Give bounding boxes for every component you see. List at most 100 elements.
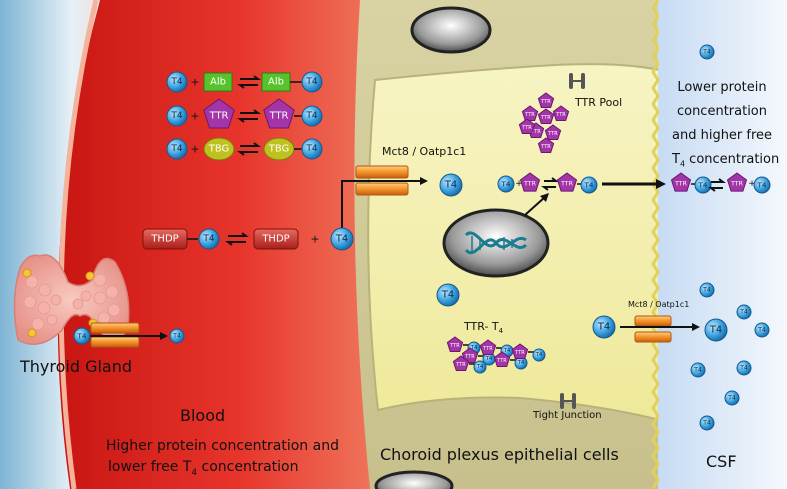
t4-text: T4 xyxy=(77,332,87,341)
tbg-molecule: TBG xyxy=(263,137,295,161)
t4-text: T4 xyxy=(202,234,214,244)
t4-molecule: T4 xyxy=(704,318,728,342)
t4-molecule: T4 xyxy=(690,362,706,378)
t4-text: T4 xyxy=(170,144,182,154)
thdp-text: THDP xyxy=(261,234,289,245)
tbg-text: TBG xyxy=(208,144,230,155)
t4-molecule: T4 xyxy=(580,176,598,194)
plus-sign: + xyxy=(190,76,199,89)
ttr-text: TTR xyxy=(547,131,558,137)
csf-region xyxy=(658,0,787,489)
t4-molecule: T4 xyxy=(330,227,354,251)
ttr-molecule: TTR xyxy=(537,92,555,108)
ttr-molecule: TTR xyxy=(521,105,539,121)
t4-molecule: T4 xyxy=(301,71,323,93)
vessel-wall xyxy=(58,0,99,489)
t4-text: T4 xyxy=(693,367,702,374)
t4-text: T4 xyxy=(305,144,317,154)
thdp-text: THDP xyxy=(150,234,178,245)
plus-sign: + xyxy=(515,179,523,189)
t4-molecule: T4 xyxy=(699,415,715,431)
t4-text: T4 xyxy=(727,395,736,402)
alb-text: Alb xyxy=(210,77,226,88)
ttr-text: TTR xyxy=(455,362,466,368)
plus-sign: + xyxy=(310,233,319,246)
albumin-molecule: Alb xyxy=(261,72,291,92)
csf-label: CSF xyxy=(706,452,737,471)
equilibrium-arrow xyxy=(237,75,261,89)
ttr-text: TTR xyxy=(674,181,687,188)
thyroid-gland-label: Thyroid Gland xyxy=(20,357,133,376)
ttr-text: TTR xyxy=(540,99,551,105)
ttr-molecule: TTR xyxy=(544,124,562,140)
ttr-text: TTR xyxy=(514,350,525,356)
t4-text: T4 xyxy=(739,365,748,372)
blood-label: Blood xyxy=(180,406,226,425)
t4-text: T4 xyxy=(597,322,610,333)
t4-molecule: T4 xyxy=(592,315,616,339)
t4-text: T4 xyxy=(739,309,748,316)
t4-text: T4 xyxy=(470,345,478,351)
t4-text: T4 xyxy=(476,364,484,370)
plus-sign: + xyxy=(190,143,199,156)
tight-junction-bottom-icon xyxy=(560,393,576,409)
ttr-molecule: TTR xyxy=(203,98,235,129)
ttr-text: TTR xyxy=(540,144,551,150)
alb-text: Alb xyxy=(268,77,284,88)
ttr-molecule: TTR xyxy=(479,339,497,355)
equilibrium-arrow xyxy=(237,142,261,156)
ttr-text: TTR xyxy=(540,115,551,121)
t4-molecule: T4 xyxy=(301,138,323,160)
ttr-text: TTR xyxy=(560,181,573,188)
thdp-molecule: THDP xyxy=(253,228,299,250)
ttr-text: TTR xyxy=(730,181,743,188)
t4-molecule: T4 xyxy=(73,327,91,345)
t4-text: T4 xyxy=(702,287,711,294)
plus-sign: + xyxy=(190,110,199,123)
ttr-molecule: TTR xyxy=(518,118,536,134)
t4-molecule: T4 xyxy=(473,360,487,374)
t4-molecule: T4 xyxy=(699,44,715,60)
t4-text: T4 xyxy=(441,290,454,301)
t4-molecule: T4 xyxy=(724,390,740,406)
t4-text: T4 xyxy=(698,181,708,190)
equilibrium-arrow xyxy=(225,232,249,246)
ttr-text: TTR xyxy=(523,181,536,188)
ttr-text: TTR xyxy=(269,111,289,122)
dna-to-ttr-arrow xyxy=(524,196,546,216)
t4-text: T4 xyxy=(305,77,317,87)
ttr-text: TTR xyxy=(482,346,493,352)
t4-text: T4 xyxy=(535,352,543,358)
t4-molecule: T4 xyxy=(736,304,752,320)
mct8-csf-label: Mct8 / Oatp1c1 xyxy=(628,300,690,309)
ttr-text: TTR xyxy=(449,343,460,349)
ttr-molecule: TTR xyxy=(511,343,529,359)
tight-junction-label: Tight Junction xyxy=(533,410,602,421)
t4-text: T4 xyxy=(517,360,525,366)
ttr-molecule: TTR xyxy=(552,105,570,121)
tight-junction-top-icon xyxy=(569,73,585,89)
t4-text: T4 xyxy=(709,325,722,336)
csf-description: Lower protein concentration and higher f… xyxy=(672,80,780,169)
ttr-molecule: TTR xyxy=(446,336,464,352)
equilibrium-arrow xyxy=(708,178,726,192)
ttr-molecule: TTR xyxy=(537,137,555,153)
t4-text: T4 xyxy=(305,111,317,121)
t4-molecule: T4 xyxy=(532,348,546,362)
t4-molecule: T4 xyxy=(166,71,188,93)
microvilli-border xyxy=(651,0,660,489)
nucleus-top xyxy=(410,6,492,54)
equilibrium-arrow xyxy=(237,109,261,123)
ttr-text: TTR xyxy=(555,112,566,118)
ttr-text: TTR xyxy=(524,112,535,118)
t4-molecule: T4 xyxy=(736,360,752,376)
ttr-molecule: TTR xyxy=(537,108,555,124)
ttr-t4-label: TTR- T4 xyxy=(464,320,504,336)
equilibrium-arrow xyxy=(541,177,559,191)
t4-molecule: T4 xyxy=(301,105,323,127)
tbg-text: TBG xyxy=(268,144,290,155)
t4-molecule: T4 xyxy=(754,322,770,338)
t4-molecule: T4 xyxy=(694,176,712,194)
t4-molecule: T4 xyxy=(166,138,188,160)
